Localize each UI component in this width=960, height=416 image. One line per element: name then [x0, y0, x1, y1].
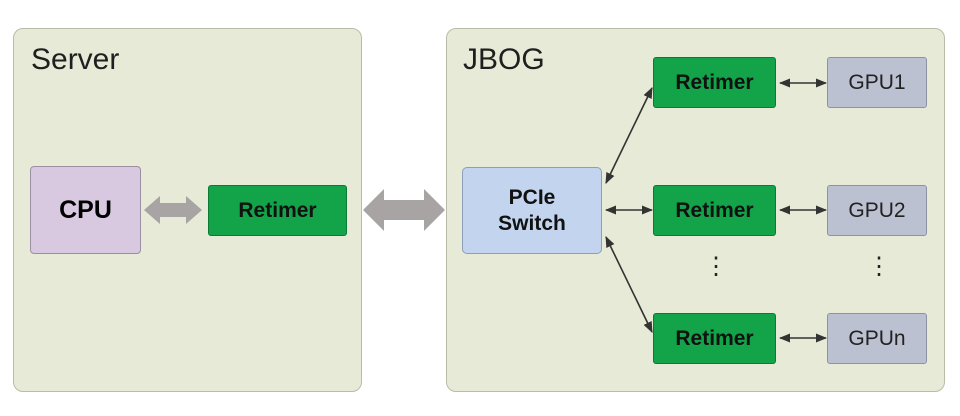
jbog-retimer-1-box: Retimer	[653, 57, 776, 108]
switch-retimer3-link	[605, 235, 653, 334]
gpu-ellipsis: ⋮	[867, 253, 891, 280]
pcie-switch-box: PCIe Switch	[462, 167, 602, 254]
jbog-retimer-n-box: Retimer	[653, 313, 776, 364]
gpu1-box: GPU1	[827, 57, 927, 108]
gpu2-box: GPU2	[827, 185, 927, 236]
server-title: Server	[31, 43, 120, 76]
server-jbog-link	[363, 189, 445, 231]
jbog-retimer-2-box: Retimer	[653, 185, 776, 236]
cpu-box: CPU	[30, 166, 141, 254]
jbog-title: JBOG	[463, 43, 545, 76]
cpu-retimer-link	[144, 196, 202, 224]
server-retimer-box: Retimer	[208, 185, 347, 236]
retimer-ellipsis: ⋮	[704, 253, 728, 280]
switch-retimer1-link	[605, 86, 653, 185]
gpun-box: GPUn	[827, 313, 927, 364]
